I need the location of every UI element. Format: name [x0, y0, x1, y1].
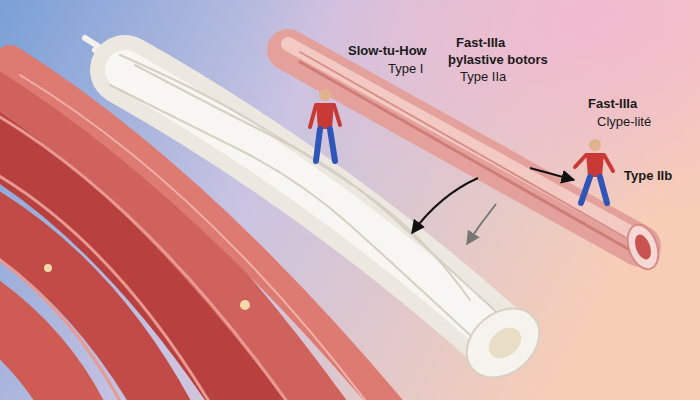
fiber-line [135, 65, 505, 320]
fiber-label: Fast-IIIa [456, 35, 505, 50]
fiber-line [120, 55, 470, 300]
athlete-head [319, 89, 331, 101]
pointer-arrow [467, 204, 496, 244]
athlete-figure [310, 89, 340, 161]
fiber-line [300, 62, 630, 250]
fiber-label: Type IIa [460, 69, 506, 84]
athlete-arms [575, 155, 613, 171]
fat-dot [44, 264, 52, 272]
fiber-label: Slow-tu-How [348, 43, 427, 58]
fiber-end [453, 294, 553, 391]
fiber-label: Clype-lité [597, 114, 651, 129]
athlete-torso [316, 103, 334, 129]
tube-core [632, 232, 654, 261]
pointer-arrow [412, 178, 478, 233]
athlete-arms [310, 105, 340, 127]
fiber-line [0, 240, 130, 400]
fiber-line [300, 52, 630, 240]
muscle-tube [288, 44, 664, 273]
fiber-line [0, 160, 220, 400]
fiber-label: Type IIb [624, 168, 672, 183]
fiber-highlight [125, 70, 500, 340]
fat-dot [240, 300, 250, 310]
fiber-body [125, 70, 500, 340]
athlete-torso [586, 153, 604, 177]
fiber-label: Type I [388, 61, 423, 76]
athlete-figure [575, 139, 613, 203]
tube-end [622, 221, 664, 274]
pointer-arrow [530, 168, 574, 180]
fiber-label: þylastive botors [448, 52, 548, 67]
athlete-head [589, 139, 601, 151]
fiber-lumen [483, 321, 527, 364]
muscle-strand [0, 290, 80, 400]
fiber-label: Fast-IIIa [588, 96, 637, 111]
athlete-legs [316, 129, 335, 161]
tube-highlight [288, 44, 640, 238]
athlete-legs [581, 177, 607, 203]
